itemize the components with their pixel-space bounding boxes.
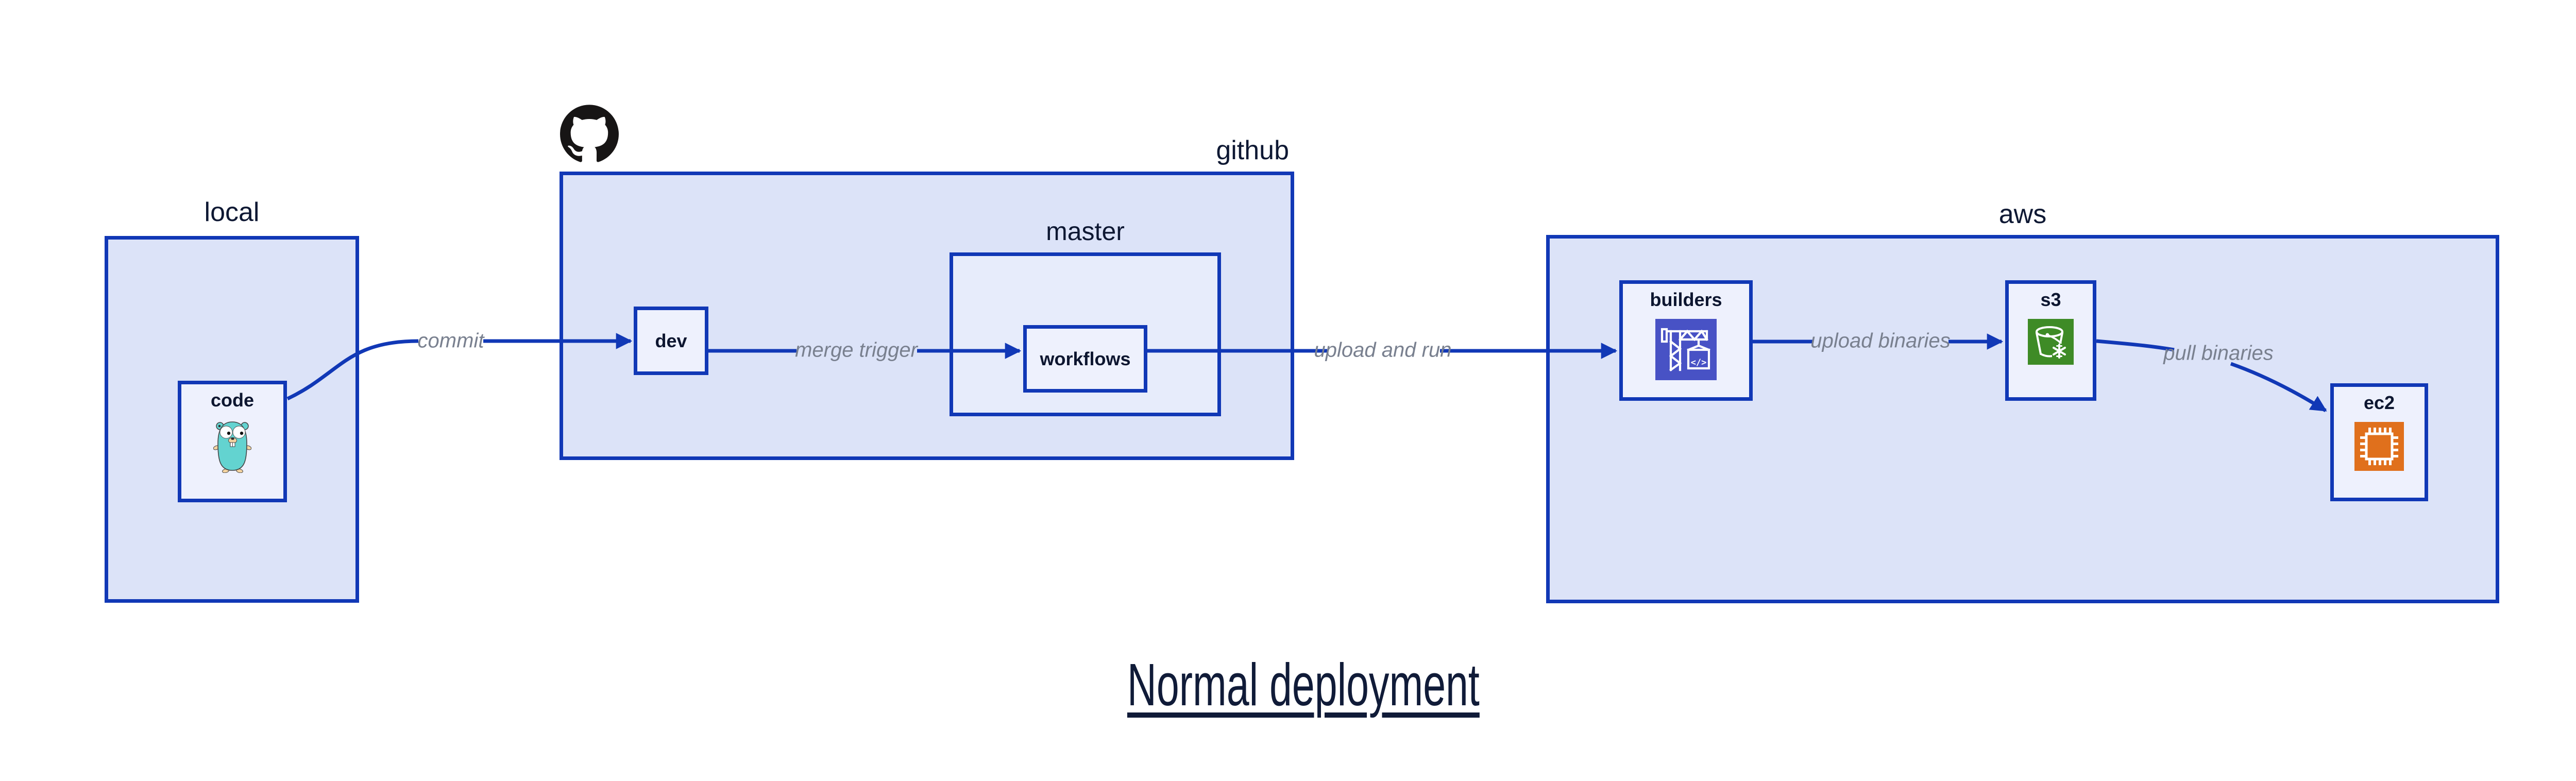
codebuild-code-glyph: </>: [1691, 358, 1707, 368]
ec2-chip-icon: [2354, 422, 2404, 471]
edge-upload-binaries-label: upload binaries: [1810, 329, 1951, 352]
edge-merge-trigger-label: merge trigger: [795, 338, 918, 362]
node-workflows: workflows: [1023, 325, 1147, 393]
node-ec2: ec2: [2330, 383, 2428, 501]
container-github-label: github: [1216, 135, 1289, 165]
edge-commit-line: [286, 333, 633, 401]
s3-bucket-icon: [2028, 319, 2074, 365]
container-master-label: master: [1046, 217, 1125, 246]
node-code: code: [178, 381, 287, 502]
container-aws-label: aws: [1998, 199, 2047, 229]
github-octocat-icon: [560, 104, 619, 163]
container-local-label: local: [204, 197, 260, 227]
diagram-title-text: Normal deployment: [1127, 651, 1480, 718]
edge-commit-label: commit: [417, 329, 484, 352]
codebuild-crane-icon: </>: [1655, 319, 1717, 380]
node-s3: s3: [2005, 280, 2096, 401]
node-dev: dev: [634, 307, 708, 375]
diagram-title: Normal deployment: [1044, 652, 1560, 718]
edge-pull-binaries-line: [2096, 339, 2327, 412]
node-workflows-label: workflows: [1040, 348, 1131, 369]
node-dev-label: dev: [655, 330, 687, 351]
node-code-label: code: [210, 389, 255, 411]
node-builders-label: builders: [1650, 289, 1722, 310]
go-gopher-icon: [213, 419, 252, 473]
node-ec2-label: ec2: [2363, 392, 2395, 413]
node-s3-label: s3: [2040, 289, 2061, 310]
node-builders: builders: [1619, 280, 1753, 401]
edge-pull-binaries-label: pull binaries: [2163, 342, 2274, 365]
edge-upload-and-run-label: upload and run: [1314, 338, 1452, 362]
